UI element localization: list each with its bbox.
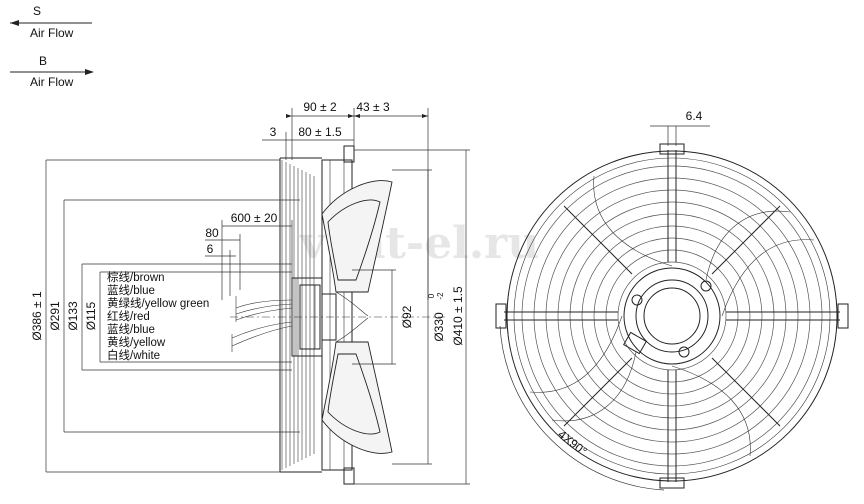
wire-list: 棕线/brown 蓝线/blue 黄绿线/yellow green 红线/red… <box>107 270 209 362</box>
dim-d330-upper: 0 <box>427 293 436 298</box>
dim-d80b: 80 <box>205 226 219 240</box>
airflow-s-letter: S <box>33 4 41 18</box>
wire-item: 棕线/brown <box>107 270 165 284</box>
side-view: Ø386 ± 1 Ø291 Ø133 Ø115 棕线/brown 蓝线/blue… <box>30 100 470 485</box>
arrow-right-icon <box>85 69 94 75</box>
angle-arc <box>499 325 665 491</box>
cable-dimensions <box>205 220 293 300</box>
dim-d43: 43 ± 3 <box>356 100 390 114</box>
front-struts <box>495 143 849 489</box>
front-blades <box>529 175 815 457</box>
dim-d115: Ø115 <box>84 301 98 330</box>
dim-angle: 4X90° <box>555 427 590 458</box>
airflow-b-label: Air Flow <box>30 75 74 89</box>
mounting-hole-icon <box>678 346 690 358</box>
wire-item: 黄线/yellow <box>107 335 166 349</box>
dim-d90: 90 ± 2 <box>303 100 337 114</box>
side-guard-grid <box>279 157 322 473</box>
dim-d80: 80 ± 1.5 <box>298 125 342 139</box>
front-view: 6.4 4X90° <box>495 109 849 491</box>
wire-item: 白线/white <box>107 348 160 362</box>
strut-width-dimension <box>650 125 710 146</box>
wire-item: 黄绿线/yellow green <box>107 296 209 310</box>
dim-d6: 6 <box>207 242 214 256</box>
fan-blades-side <box>321 180 393 454</box>
dim-d291: Ø291 <box>48 301 62 331</box>
dim-d3: 3 <box>270 125 277 139</box>
dim-d600: 600 ± 20 <box>231 211 278 225</box>
dim-d92: Ø92 <box>400 305 414 328</box>
dim-d330-lower: -2 <box>436 292 445 300</box>
airflow-legend: S Air Flow B Air Flow <box>10 4 94 89</box>
wire-item: 蓝线/blue <box>107 322 155 336</box>
dim-d133: Ø133 <box>66 301 80 331</box>
dim-d386: Ø386 ± 1 <box>30 291 44 341</box>
mounting-hole-icon <box>700 280 712 292</box>
dim-d64: 6.4 <box>686 109 703 123</box>
front-hub <box>623 267 721 365</box>
wire-item: 蓝线/blue <box>107 283 155 297</box>
cable-bundle <box>231 296 293 352</box>
mounting-hole-icon <box>631 294 643 306</box>
arrow-left-icon <box>10 20 19 26</box>
dim-d410: Ø410 ± 1.5 <box>451 286 465 346</box>
airflow-b-letter: B <box>39 54 47 68</box>
front-guard-rings <box>506 150 838 482</box>
dim-d330: Ø330 <box>432 312 446 342</box>
airflow-s-label: Air Flow <box>30 26 74 40</box>
wire-item: 红线/red <box>107 309 150 323</box>
diameter-dimensions-left <box>45 159 300 473</box>
diameter-dimensions-right <box>352 149 470 485</box>
